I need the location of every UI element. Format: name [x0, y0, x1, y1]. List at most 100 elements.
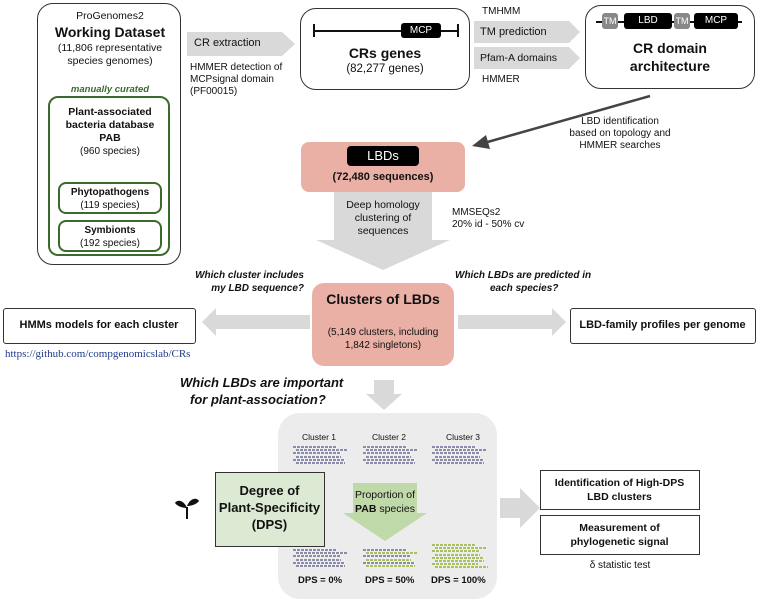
dps100-sequence: [432, 544, 476, 546]
phytopathogens-box: Phytopathogens (119 species): [58, 182, 162, 214]
dps50-sequence: [363, 561, 415, 564]
cr-extraction-method-line3: (PF00015): [190, 86, 238, 97]
lbd-identification-line3: HMMER searches: [579, 140, 661, 151]
cr-genes-title: CRs genes: [348, 45, 422, 61]
cluster1-sequence: [296, 449, 347, 452]
clusters-box: Clusters of LBDs (5,149 clusters, includ…: [312, 283, 454, 366]
symbionts-title: Symbionts: [84, 225, 136, 236]
pab-database-box: Plant-associated bacteria database PAB (…: [48, 96, 170, 256]
symbionts-count: (192 species): [79, 238, 141, 249]
symbionts-box: Symbionts (192 species): [58, 220, 162, 252]
pab-count: (960 species): [79, 146, 141, 157]
cr-domain-architecture-box: TM LBD TM MCP CR domain architecture: [585, 5, 755, 89]
cluster1-sequence: [293, 446, 337, 448]
cr-genes-box: MCP CRs genes (82,277 genes): [300, 8, 470, 90]
cr-genes-count: (82,277 genes): [346, 63, 424, 75]
cluster3-sequence: [435, 462, 484, 464]
high-dps-line1: Identification of High-DPS: [554, 477, 685, 489]
dps50-sequence: [366, 552, 417, 555]
cluster1-sequence: [293, 452, 341, 455]
mmseqs-params: 20% id - 50% cv: [452, 219, 525, 230]
hmm-models-box: HMMs models for each cluster: [3, 308, 196, 344]
lbds-label: LBDs: [347, 146, 419, 166]
cluster3-sequence: [432, 458, 484, 461]
cr-extraction-method-line2: MCPsignal domain: [190, 74, 274, 85]
clustering-line1: Deep homology: [346, 199, 420, 211]
proportion-line1: Proportion of: [354, 489, 416, 501]
cluster3-sequence: [432, 452, 480, 455]
cluster1-sequence: [296, 462, 345, 464]
cluster2-sequence: [366, 462, 415, 464]
dps0-sequence: [293, 561, 345, 564]
lbd-identification-line1: LBD identification: [581, 116, 659, 127]
lbds-count: (72,480 sequences): [332, 171, 434, 183]
cluster1-label: Cluster 1: [302, 432, 337, 442]
tm-domain-2: TM: [674, 13, 690, 29]
pab-title-line3: PAB: [99, 132, 121, 144]
pfam-arrow: [474, 47, 580, 69]
dps100-sequence: [435, 566, 488, 569]
proportion-arrow: [343, 483, 427, 541]
clusters-title: Clusters of LBDs: [326, 291, 440, 307]
github-link[interactable]: https://github.com/compgenomicslab/CRs: [5, 348, 191, 360]
lbd-identification-arrow: [472, 94, 651, 149]
dps-50-label: DPS = 50%: [365, 575, 415, 586]
question-plant-line1: Which LBDs are important: [180, 375, 344, 390]
dps100-sequence: [435, 547, 486, 550]
clustering-line2: clustering of: [354, 212, 412, 224]
delta-statistic-label: δ statistic test: [589, 560, 651, 571]
cr-extraction-arrow: [187, 32, 295, 56]
proportion-line2: PAB species: [343, 503, 427, 515]
cluster3-sequence: [435, 449, 486, 452]
dps100-sequence: [432, 556, 484, 559]
question-plant-line2: for plant-association?: [190, 392, 326, 407]
dps50-sequence: [366, 558, 411, 561]
dps0-sequence: [296, 558, 341, 561]
cluster2-sequence: [363, 446, 407, 448]
dps100-sequence: [432, 550, 480, 553]
lbd-family-box: LBD-family profiles per genome: [570, 308, 756, 344]
cluster2-sequence: [366, 455, 411, 458]
mcp-domain: MCP: [401, 23, 441, 38]
cr-gene-line-end-tick: [457, 24, 459, 37]
cr-extraction-method-line1: HMMER detection of: [190, 62, 283, 73]
dps50-sequence: [363, 555, 411, 558]
dps100-sequence: [435, 560, 484, 562]
question-species-line1: Which LBDs are predicted in: [455, 270, 592, 281]
cr-gene-line-start-tick: [313, 24, 315, 37]
proportion-species: species: [376, 503, 415, 515]
cluster2-sequence: [366, 449, 417, 452]
domain-architecture-title-line1: CR domain: [633, 40, 707, 56]
dps50-sequence: [363, 549, 407, 551]
dps100-sequence: [432, 563, 478, 566]
cluster2-label: Cluster 2: [372, 432, 407, 442]
dps-title-line2: Plant-Specificity: [218, 500, 321, 515]
hmm-models-label: HMMs models for each cluster: [19, 319, 179, 331]
question-cluster-line2: my LBD sequence?: [211, 283, 304, 294]
pab-title-line1: Plant-associated: [68, 106, 152, 118]
dps0-sequence: [296, 552, 347, 555]
phytopathogens-count: (119 species): [80, 200, 140, 211]
lbd-identification-line2: based on topology and: [569, 128, 671, 139]
question-species-line2: each species?: [490, 283, 559, 294]
phylogenetic-signal-box: Measurement of phylogenetic signal: [540, 515, 700, 555]
hmmer-label: HMMER: [482, 74, 520, 85]
clusters-line2: 1,842 singletons): [344, 340, 422, 351]
domain-architecture-title-line2: architecture: [629, 58, 711, 74]
dps-box: Degree of Plant-Specificity (DPS): [215, 472, 325, 547]
lbd-family-arrow: [458, 308, 566, 336]
lbd-domain: LBD: [624, 13, 672, 29]
cluster3-label: Cluster 3: [446, 432, 481, 442]
pab-title-line2: bacteria database: [65, 119, 155, 131]
cr-gene-line: [313, 30, 458, 32]
hmm-models-arrow: [202, 308, 310, 336]
cluster1-sequence: [293, 458, 345, 461]
cluster3-sequence: [432, 446, 476, 448]
dps-title-line1: Degree of: [239, 483, 300, 498]
progenomes-header: ProGenomes2: [76, 10, 144, 22]
pfam-label: Pfam-A domains: [480, 52, 558, 64]
mmseqs-label: MMSEQs2: [452, 207, 501, 218]
working-dataset-subtitle: (11,806 representative species genomes): [57, 42, 163, 67]
high-dps-box: Identification of High-DPS LBD clusters: [540, 470, 700, 510]
tmhmm-label: TMHMM: [482, 6, 521, 17]
